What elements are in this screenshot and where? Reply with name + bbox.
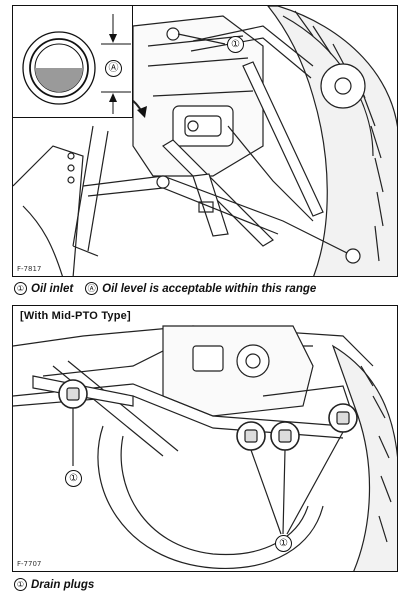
caption-marker: Ⓐ [85, 282, 99, 295]
callout-drain-plugs: ① [275, 535, 292, 552]
caption-marker: ① [14, 578, 27, 591]
figure-oil-inlet: Ⓐ ① F-7817 [12, 5, 398, 277]
callout-drain-plug-left: ① [65, 470, 82, 487]
variant-label: [With Mid-PTO Type] [17, 310, 134, 322]
mid-pto-illustration [13, 325, 397, 571]
callout-oil-inlet: ① [227, 36, 244, 53]
caption-text: Oil inlet [31, 283, 74, 295]
callout-oil-level-range: Ⓐ [105, 60, 122, 77]
figure-code: F-7817 [17, 265, 42, 273]
figure-code: F-7707 [17, 560, 42, 568]
caption-marker: ① [14, 282, 27, 295]
tractor-rear-illustration [13, 6, 397, 276]
figure-drain-plugs: [With Mid-PTO Type] ① ① F-7707 [12, 305, 398, 572]
caption-drain-plugs: ① Drain plugs [14, 578, 94, 591]
sight-glass-inset: Ⓐ [13, 6, 133, 118]
sight-glass-icon [22, 14, 131, 114]
caption-text: Drain plugs [31, 579, 95, 591]
caption-text: Oil level is acceptable within this rang… [102, 283, 317, 295]
